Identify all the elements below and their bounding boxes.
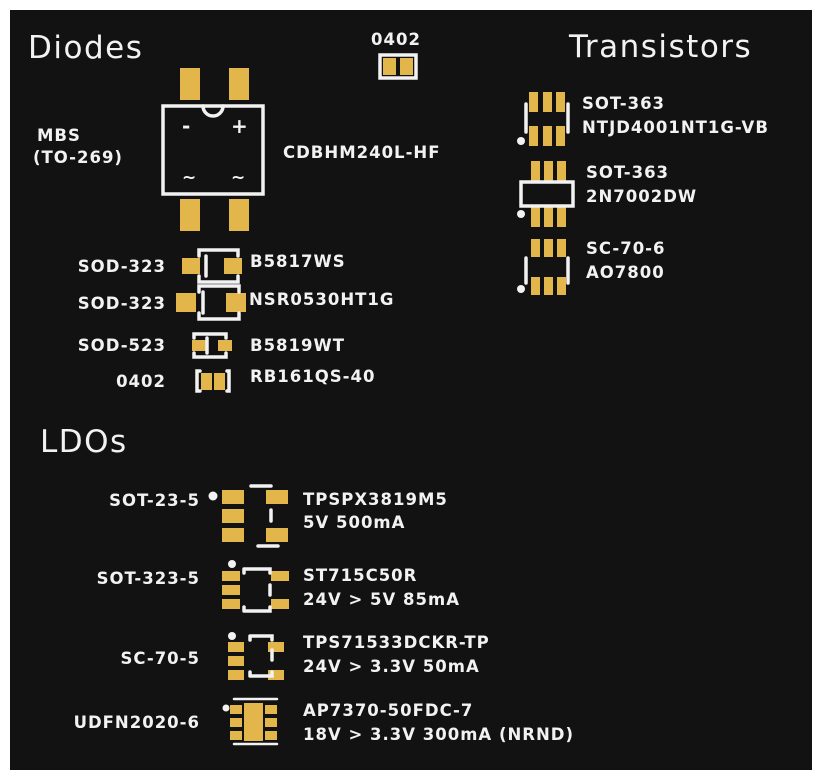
ldo-spec: 24V > 5V 85mA <box>303 590 460 609</box>
footprint-sod-323-2 <box>176 293 246 312</box>
footprint-sod-523 <box>192 340 232 351</box>
footprint-sot-23-5 <box>222 490 288 542</box>
diode-package: SOD-323 <box>77 294 166 313</box>
ldo-package: SC-70-5 <box>120 649 200 668</box>
ldo-spec: 24V > 3.3V 50mA <box>303 657 480 676</box>
transistor-part: 2N7002DW <box>586 187 698 206</box>
footprint-sot-363-2 <box>531 161 566 227</box>
ldo-package: SOT-323-5 <box>96 569 200 588</box>
package-label-mbs: MBS <box>37 126 81 145</box>
ldo-part: TPSPX3819M5 <box>303 490 448 509</box>
footprint-mbs <box>180 68 249 231</box>
pin-minus: - <box>182 114 192 138</box>
ldo-part: TPS71533DCKR-TP <box>303 633 490 652</box>
section-title-diodes: Diodes <box>28 30 144 66</box>
ldo-spec: 5V 500mA <box>303 513 406 532</box>
diode-package: SOD-523 <box>77 336 166 355</box>
footprint-sot-363-1 <box>529 92 565 146</box>
footprint-sc-70-5 <box>228 642 284 680</box>
silkscreen-outlines <box>161 53 575 746</box>
transistor-part: NTJD4001NT1G-VB <box>582 118 769 137</box>
pin-ac1: ~ <box>182 168 198 188</box>
footprint-sc-70-6 <box>531 239 566 295</box>
diode-part: RB161QS-40 <box>250 367 376 386</box>
package-label-0402-top: 0402 <box>371 30 421 49</box>
pcb-board <box>10 10 812 770</box>
footprint-sod-323-1 <box>182 258 242 274</box>
footprint-sot-323-5 <box>222 571 289 609</box>
ldo-spec: 18V > 3.3V 300mA (NRND) <box>303 725 575 744</box>
transistor-part: AO7800 <box>586 263 665 282</box>
ldo-package: UDFN2020-6 <box>73 713 200 732</box>
diode-package: SOD-323 <box>77 257 166 276</box>
section-title-ldos: LDOs <box>40 424 128 460</box>
ldo-part: AP7370-50FDC-7 <box>303 701 474 720</box>
footprint-udfn2020-6 <box>230 703 277 741</box>
pin-ac2: ~ <box>231 168 247 188</box>
transistor-package: SC-70-6 <box>586 239 666 258</box>
diode-part: NSR0530HT1G <box>249 290 395 309</box>
section-title-transistors: Transistors <box>569 29 753 65</box>
pin1-markers <box>208 137 525 712</box>
transistor-package: SOT-363 <box>582 94 666 113</box>
footprint-0402-diode <box>201 373 225 390</box>
part-label-bridge: CDBHM240L-HF <box>283 143 441 162</box>
footprint-0402-top <box>383 58 413 75</box>
package-label-to269: (TO-269) <box>33 148 123 167</box>
transistor-package: SOT-363 <box>586 163 670 182</box>
ldo-part: ST715C50R <box>303 566 418 585</box>
pin-plus: + <box>231 114 249 138</box>
ldo-package: SOT-23-5 <box>109 491 200 510</box>
diode-part: B5819WT <box>250 336 345 355</box>
diode-part: B5817WS <box>250 252 346 271</box>
diode-package: 0402 <box>116 372 166 391</box>
